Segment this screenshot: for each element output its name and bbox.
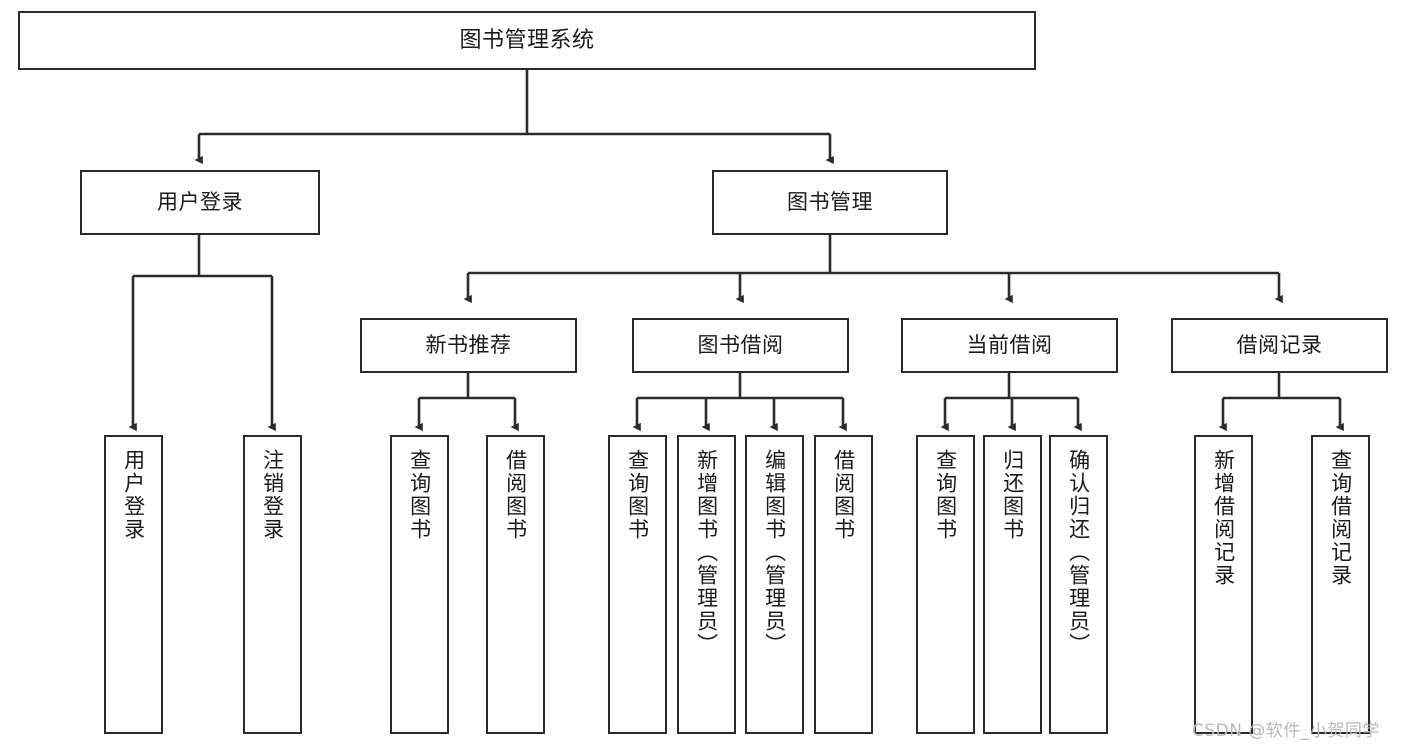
node-leaf-return-book-label: 归还图书 <box>1000 449 1025 541</box>
node-leaf-edit-book-label: 编辑图书（管理员） <box>762 449 787 656</box>
node-user-login[interactable]: 用户登录 <box>80 170 320 235</box>
node-leaf-edit-book[interactable]: 编辑图书（管理员） <box>745 435 804 734</box>
node-leaf-logout[interactable]: 注销登录 <box>243 435 302 734</box>
node-leaf-query-book-3[interactable]: 查询图书 <box>916 435 975 734</box>
node-leaf-query-book-1-label: 查询图书 <box>407 449 432 541</box>
node-leaf-add-book-label: 新增图书（管理员） <box>694 449 719 656</box>
node-leaf-add-record[interactable]: 新增借阅记录 <box>1194 435 1253 734</box>
node-new-book-recommend[interactable]: 新书推荐 <box>360 318 577 373</box>
node-new-book-recommend-label: 新书推荐 <box>425 333 512 358</box>
node-leaf-query-book-1[interactable]: 查询图书 <box>390 435 449 734</box>
node-root[interactable]: 图书管理系统 <box>18 11 1036 70</box>
node-leaf-confirm-return-label: 确认归还（管理员） <box>1066 449 1091 656</box>
node-book-manage[interactable]: 图书管理 <box>712 170 948 235</box>
node-leaf-confirm-return[interactable]: 确认归还（管理员） <box>1049 435 1108 734</box>
node-borrow-record[interactable]: 借阅记录 <box>1171 318 1388 373</box>
node-leaf-return-book[interactable]: 归还图书 <box>983 435 1042 734</box>
node-current-borrow-label: 当前借阅 <box>966 333 1053 358</box>
node-leaf-borrow-book-1[interactable]: 借阅图书 <box>486 435 545 734</box>
node-leaf-query-record-label: 查询借阅记录 <box>1328 449 1353 587</box>
node-leaf-logout-label: 注销登录 <box>260 449 285 541</box>
node-borrow-record-label: 借阅记录 <box>1236 333 1323 358</box>
node-leaf-borrow-book-2-label: 借阅图书 <box>831 449 856 541</box>
node-book-borrow-label: 图书借阅 <box>697 333 784 358</box>
node-leaf-borrow-book-2[interactable]: 借阅图书 <box>814 435 873 734</box>
watermark: CSDN @软件_小贺同学 <box>1192 721 1380 741</box>
node-leaf-query-book-2-label: 查询图书 <box>625 449 650 541</box>
node-leaf-query-book-2[interactable]: 查询图书 <box>608 435 667 734</box>
node-leaf-add-record-label: 新增借阅记录 <box>1211 449 1236 587</box>
node-leaf-user-login-label: 用户登录 <box>121 449 146 541</box>
node-root-label: 图书管理系统 <box>459 27 595 53</box>
node-leaf-borrow-book-1-label: 借阅图书 <box>503 449 528 541</box>
node-leaf-query-book-3-label: 查询图书 <box>933 449 958 541</box>
node-leaf-user-login[interactable]: 用户登录 <box>104 435 163 734</box>
node-book-borrow[interactable]: 图书借阅 <box>632 318 849 373</box>
node-leaf-add-book[interactable]: 新增图书（管理员） <box>677 435 736 734</box>
node-leaf-query-record[interactable]: 查询借阅记录 <box>1311 435 1370 734</box>
node-user-login-label: 用户登录 <box>157 190 243 215</box>
node-current-borrow[interactable]: 当前借阅 <box>901 318 1118 373</box>
node-book-manage-label: 图书管理 <box>787 190 873 215</box>
